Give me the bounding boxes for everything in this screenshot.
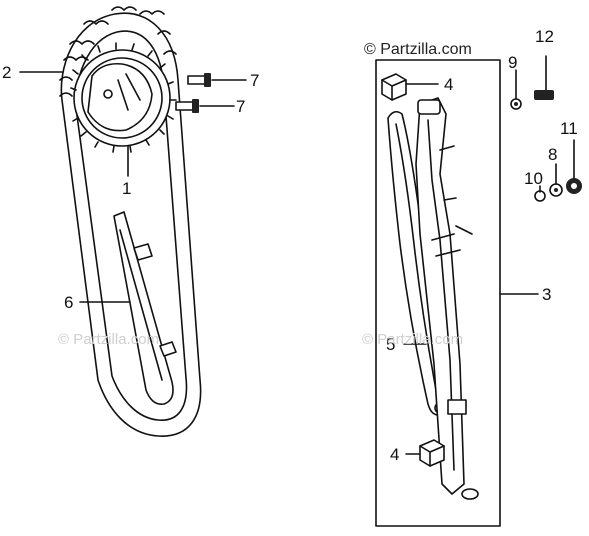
callout-9: 9: [508, 53, 517, 72]
washer-8: [549, 183, 563, 197]
callout-8: 8: [548, 145, 557, 164]
tensioner-body: [415, 97, 479, 500]
callout-3: 3: [542, 285, 551, 304]
callout-7-upper: 7: [250, 71, 259, 90]
callout-1: 1: [122, 179, 131, 198]
bolt-12: [534, 55, 554, 100]
chain-guide: [113, 211, 177, 406]
watermark-faint-left: © Partzilla.com: [58, 331, 159, 348]
callout-7-lower: 7: [236, 97, 245, 116]
leader-lines: [19, 69, 575, 455]
callout-12: 12: [535, 27, 554, 46]
rubber-block-upper: [381, 73, 407, 101]
callout-2: 2: [2, 63, 11, 82]
cam-sprocket: [70, 42, 177, 153]
tensioner-frame: [375, 59, 501, 527]
callout-10: 10: [524, 169, 543, 188]
bolt-lower: [175, 99, 199, 113]
washer-9: [510, 98, 522, 110]
watermark-top: © Partzilla.com: [364, 41, 472, 58]
callout-5: 5: [386, 335, 395, 354]
rubber-block-lower: [419, 439, 445, 467]
watermark-faint-right: © Partzilla.com: [362, 331, 463, 348]
callout-4-lower: 4: [390, 445, 399, 464]
callout-4-upper: 4: [444, 75, 453, 94]
callout-11: 11: [560, 119, 578, 138]
callout-6: 6: [64, 293, 73, 312]
bolt-upper: [187, 73, 211, 87]
nut-11: [566, 178, 582, 194]
